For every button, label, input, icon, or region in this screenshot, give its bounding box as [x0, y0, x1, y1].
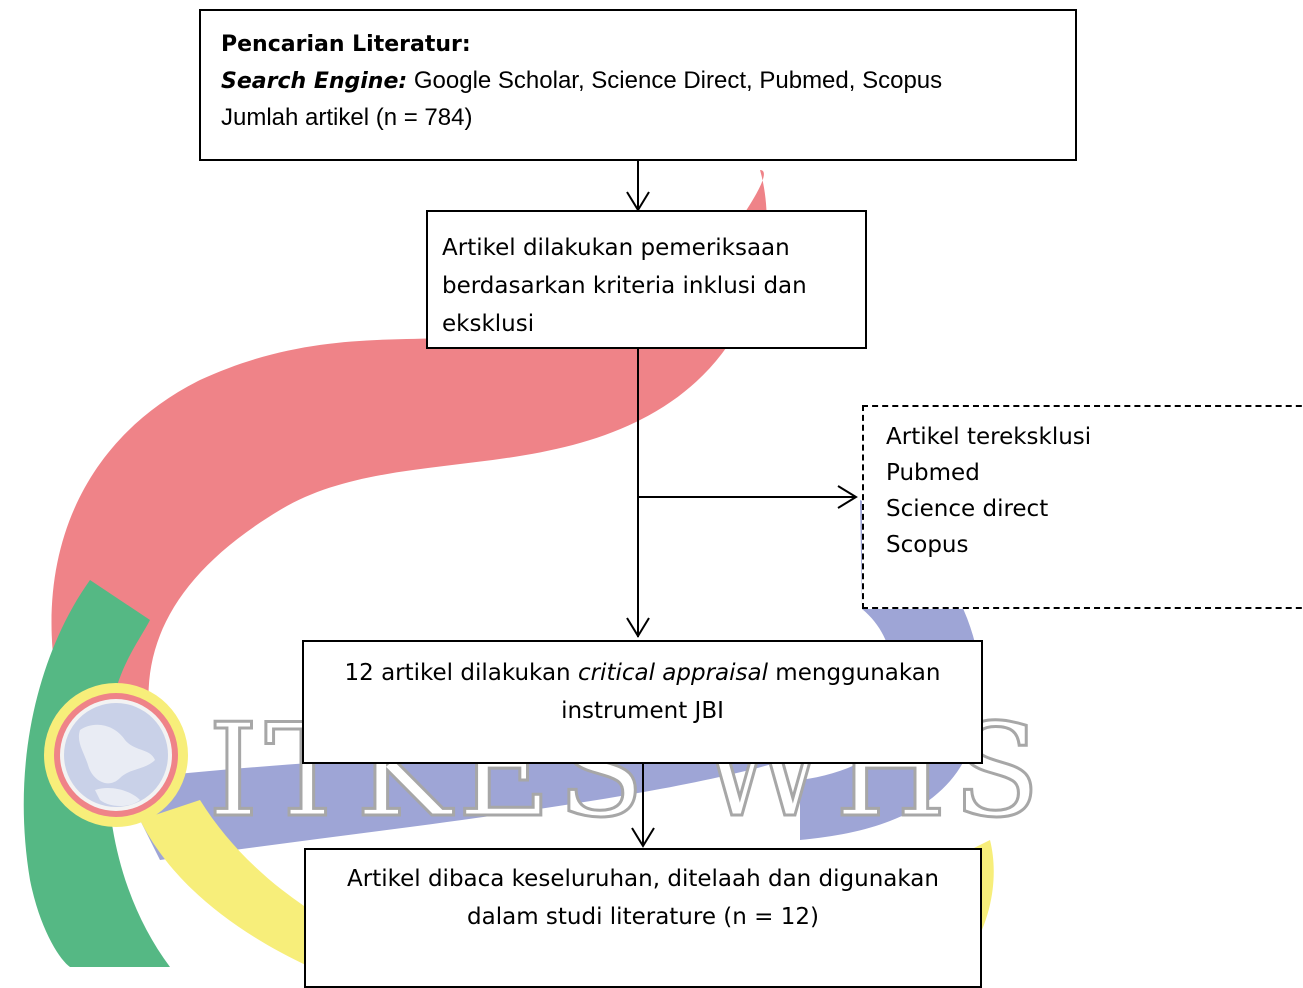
search-engine-label: Search Engine: — [221, 69, 408, 94]
excluded-line-2: Pubmed — [886, 460, 980, 486]
excluded-line-4: Scopus — [886, 532, 969, 558]
arrowhead-appraisal — [626, 617, 650, 638]
watermark-blue-swoosh — [120, 500, 960, 860]
screening-box: Artikel dilakukan pemeriksaan berdasarka… — [426, 210, 867, 349]
appraisal-text-after: menggunakan — [768, 660, 941, 686]
screening-line-1: Artikel dilakukan pemeriksaan — [442, 235, 790, 261]
flow-connectors — [626, 161, 858, 848]
watermark-globe-seal — [44, 683, 188, 827]
search-engine-value: Google Scholar, Science Direct, Pubmed, … — [407, 67, 943, 94]
excluded-line-3: Science direct — [886, 496, 1049, 522]
arrowhead-excluded — [837, 485, 858, 509]
search-box-title: Pencarian Literatur: — [221, 32, 471, 57]
appraisal-text-italic: critical appraisal — [577, 660, 768, 686]
arrowhead-final — [631, 827, 655, 848]
appraisal-line-1: 12 artikel dilakukan critical appraisal … — [314, 654, 971, 692]
final-line-2: dalam studi literature (n = 12) — [467, 904, 819, 930]
excluded-articles-box: Artikel tereksklusi Pubmed Science direc… — [862, 405, 1303, 609]
final-articles-box: Artikel dibaca keseluruhan, ditelaah dan… — [304, 848, 982, 988]
literature-search-box: Pencarian Literatur: Search Engine: Goog… — [199, 9, 1077, 161]
appraisal-line-2: instrument JBI — [561, 698, 724, 724]
critical-appraisal-box: 12 artikel dilakukan critical appraisal … — [302, 640, 983, 764]
appraisal-text-before: 12 artikel dilakukan — [344, 660, 578, 686]
watermark-yellow-swoosh — [140, 800, 420, 967]
screening-line-3: eksklusi — [442, 311, 535, 337]
article-count: Jumlah artikel (n = 784) — [221, 104, 473, 131]
watermark-red-swoosh — [51, 170, 767, 720]
search-engine-row: Search Engine: Google Scholar, Science D… — [221, 63, 1055, 100]
final-line-1: Artikel dibaca keseluruhan, ditelaah dan… — [347, 866, 939, 892]
excluded-line-1: Artikel tereksklusi — [886, 424, 1092, 450]
screening-line-2: berdasarkan kriteria inklusi dan — [442, 273, 807, 299]
